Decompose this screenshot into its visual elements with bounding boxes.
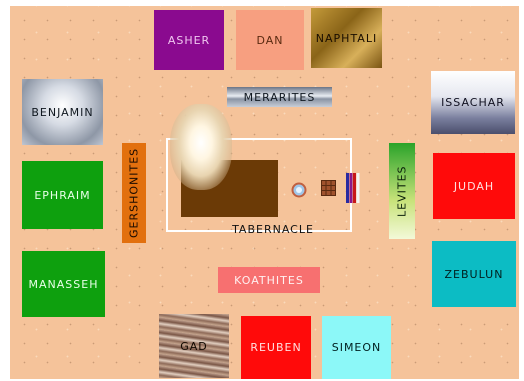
altar-icon: [321, 180, 336, 196]
glory-cloud-icon: [170, 104, 232, 190]
tribe-asher: ASHER: [154, 10, 224, 70]
gate-icon: [346, 173, 360, 203]
clan-gershonites: GERSHONITES: [122, 143, 146, 243]
tribe-manasseh: MANASSEH: [22, 251, 105, 317]
tribe-benjamin: BENJAMIN: [22, 79, 103, 145]
clan-levites: LEVITES: [389, 143, 415, 239]
tribe-judah: JUDAH: [433, 153, 515, 219]
tribe-naphtali: NAPHTALI: [311, 8, 382, 68]
tribe-ephraim: EPHRAIM: [22, 161, 103, 229]
tribe-issachar: ISSACHAR: [431, 71, 515, 134]
tribe-gad: GAD: [159, 314, 229, 378]
tabernacle-label: TABERNACLE: [210, 220, 336, 238]
tribe-simeon: SIMEON: [322, 316, 391, 379]
tribe-reuben: REUBEN: [241, 316, 311, 379]
tribe-dan: DAN: [236, 10, 304, 70]
laver-icon: [290, 181, 308, 199]
clan-koathites: KOATHITES: [218, 267, 320, 293]
tribe-zebulun: ZEBULUN: [432, 241, 516, 307]
clan-merarites: MERARITES: [227, 87, 332, 107]
